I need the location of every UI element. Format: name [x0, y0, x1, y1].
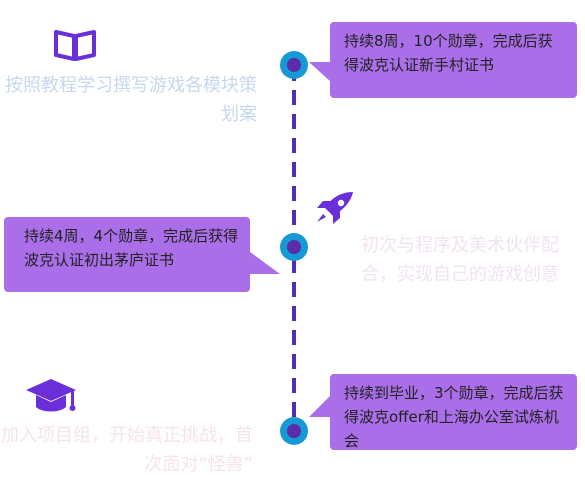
book-icon: [54, 30, 96, 61]
timeline-node-2: [280, 233, 308, 261]
milestone-1-bubble: 持续8周，10个勋章，完成后获得波克认证新手村证书: [330, 22, 577, 98]
bubble-3-pointer: [309, 395, 331, 417]
bubble-2-pointer: [250, 252, 280, 274]
milestone-3-bubble: 持续到毕业，3个勋章，完成后获得波克offer和上海办公室试炼机会: [330, 374, 577, 450]
milestone-3-description: 加入项目组，开始真正挑战，首次面对“怪兽”: [1, 425, 253, 475]
timeline-node-3: [280, 417, 308, 445]
timeline-node-1: [280, 51, 308, 79]
milestone-1-description: 按照教程学习撰写游戏各模块策划案: [5, 75, 257, 125]
rocket-icon: [317, 192, 353, 224]
milestone-2-bubble: 持续4周，4个勋章，完成后获得波克认证初出茅庐证书: [4, 217, 250, 292]
milestone-2-description: 初次与程序及美术伙伴配合，实现自己的游戏创意: [361, 235, 559, 285]
bubble-1-pointer: [309, 62, 331, 82]
graduation-cap-icon: [26, 379, 76, 412]
